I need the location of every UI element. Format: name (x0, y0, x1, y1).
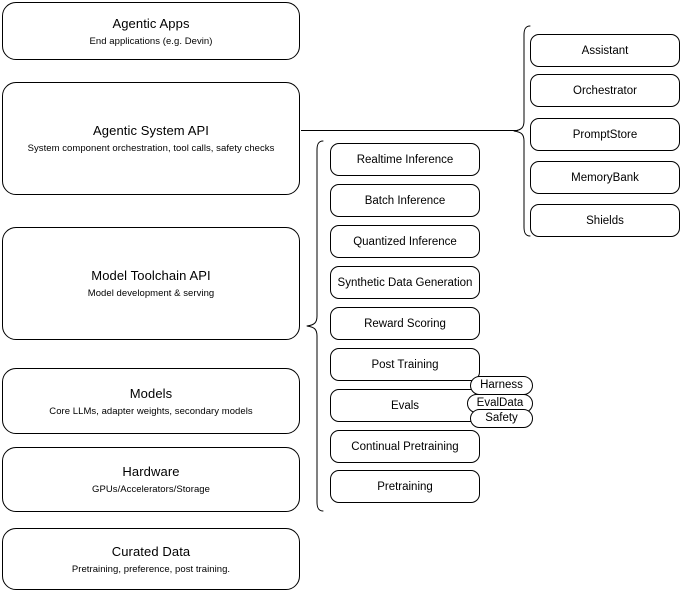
pill-label: Safety (485, 412, 518, 424)
component-title: PromptStore (572, 128, 638, 141)
brace-agentic-components (513, 25, 531, 237)
layer-title: Hardware (122, 464, 180, 479)
layer-subtitle: Core LLMs, adapter weights, secondary mo… (49, 405, 253, 417)
component-assistant[interactable]: Assistant (530, 34, 680, 67)
layer-subtitle: System component orchestration, tool cal… (27, 143, 275, 154)
layer-agentic-system-api[interactable]: Agentic System API System component orch… (2, 82, 300, 195)
capability-title: Realtime Inference (356, 153, 454, 166)
capability-batch-inference[interactable]: Batch Inference (330, 184, 480, 217)
capability-title: Quantized Inference (353, 235, 457, 248)
component-orchestrator[interactable]: Orchestrator (530, 74, 680, 107)
layer-subtitle: GPUs/Accelerators/Storage (92, 484, 210, 495)
capability-title: Post Training (371, 358, 439, 371)
layer-agentic-apps[interactable]: Agentic Apps End applications (e.g. Devi… (2, 2, 300, 60)
component-title: Assistant (581, 44, 629, 57)
component-title: Orchestrator (573, 84, 637, 97)
layer-subtitle: End applications (e.g. Devin) (89, 35, 213, 47)
capability-post-training[interactable]: Post Training (330, 348, 480, 381)
evals-subcomponent-safety[interactable]: Safety (470, 409, 533, 428)
capability-title: Synthetic Data Generation (337, 276, 473, 289)
capability-quantized-inference[interactable]: Quantized Inference (330, 225, 480, 258)
component-title: MemoryBank (571, 171, 639, 184)
layer-hardware[interactable]: Hardware GPUs/Accelerators/Storage (2, 447, 300, 512)
layer-model-toolchain-api[interactable]: Model Toolchain API Model development & … (2, 227, 300, 340)
component-title: Shields (586, 214, 624, 227)
layer-title: Curated Data (111, 543, 191, 559)
connector-line-system-api-to-components (301, 130, 518, 131)
capability-evals[interactable]: Evals (330, 389, 480, 422)
pill-label: Harness (480, 379, 523, 391)
capability-title: Reward Scoring (364, 317, 446, 330)
layer-title: Model Toolchain API (91, 268, 211, 283)
capability-pretraining[interactable]: Pretraining (330, 470, 480, 503)
capability-reward-scoring[interactable]: Reward Scoring (330, 307, 480, 340)
pill-label: EvalData (476, 397, 524, 409)
capability-realtime-inference[interactable]: Realtime Inference (330, 143, 480, 176)
capability-synthetic-data-generation[interactable]: Synthetic Data Generation (330, 266, 480, 299)
layer-title: Models (129, 385, 173, 401)
capability-title: Batch Inference (364, 194, 446, 207)
layer-title: Agentic System API (93, 123, 209, 138)
brace-model-toolchain (306, 140, 324, 512)
layer-title: Agentic Apps (112, 15, 190, 31)
evals-subcomponent-harness[interactable]: Harness (470, 376, 533, 395)
layer-curated-data[interactable]: Curated Data Pretraining, preference, po… (2, 528, 300, 590)
capability-continual-pretraining[interactable]: Continual Pretraining (330, 430, 480, 463)
layer-models[interactable]: Models Core LLMs, adapter weights, secon… (2, 368, 300, 434)
layer-subtitle: Model development & serving (87, 288, 215, 299)
layer-subtitle: Pretraining, preference, post training. (71, 563, 231, 575)
capability-title: Continual Pretraining (351, 440, 459, 453)
capability-title: Pretraining (377, 480, 433, 493)
component-shields[interactable]: Shields (530, 204, 680, 237)
capability-title: Evals (390, 399, 420, 412)
component-memorybank[interactable]: MemoryBank (530, 161, 680, 194)
component-promptstore[interactable]: PromptStore (530, 118, 680, 151)
